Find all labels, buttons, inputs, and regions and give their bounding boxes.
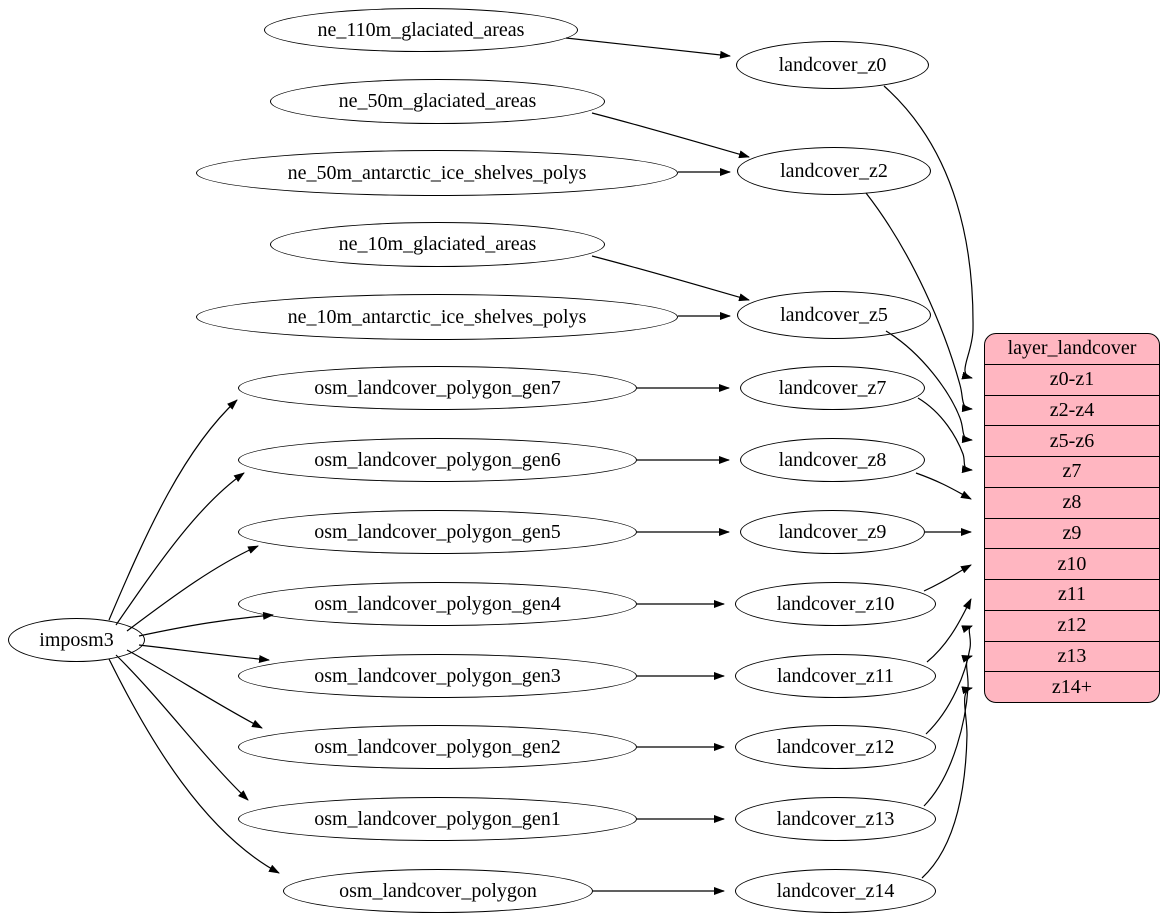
node-label: ne_110m_glaciated_areas xyxy=(317,18,525,41)
node-label: osm_landcover_polygon_gen7 xyxy=(314,376,561,399)
node-label: osm_landcover_polygon_gen3 xyxy=(314,664,561,687)
edge-imposm3-to-osm_landcover_polygon_gen7 xyxy=(108,399,238,621)
node-osm_landcover_polygon_gen5: osm_landcover_polygon_gen5 xyxy=(238,510,637,554)
node-landcover_z2: landcover_z2 xyxy=(737,147,931,195)
edge-landcover_z0-to-row-z0-z1 xyxy=(883,85,974,380)
edge-landcover_z8-to-row-z8 xyxy=(915,472,972,500)
node-osm_landcover_polygon_gen1: osm_landcover_polygon_gen1 xyxy=(238,797,637,841)
record-row-z2-z4: z2-z4 xyxy=(985,394,1159,426)
record-row-z13: z13 xyxy=(985,640,1159,672)
record-row-z11: z11 xyxy=(985,579,1159,610)
edge-imposm3-to-osm_landcover_polygon xyxy=(108,658,280,874)
node-landcover_z7: landcover_z7 xyxy=(740,366,925,410)
node-landcover_z8: landcover_z8 xyxy=(740,438,925,482)
node-label: osm_landcover_polygon_gen4 xyxy=(314,592,561,615)
node-label: osm_landcover_polygon_gen2 xyxy=(314,735,561,758)
node-label: landcover_z11 xyxy=(777,664,894,687)
edge-landcover_z7-to-row-z7 xyxy=(917,397,973,474)
edge-ne_10m_glaciated_areas-to-landcover_z5 xyxy=(591,255,750,302)
node-label: landcover_z5 xyxy=(780,303,888,326)
edge-imposm3-to-osm_landcover_polygon_gen3 xyxy=(138,644,270,664)
node-label: osm_landcover_polygon_gen1 xyxy=(314,807,561,830)
node-osm_landcover_polygon: osm_landcover_polygon xyxy=(283,869,593,913)
node-osm_landcover_polygon_gen7: osm_landcover_polygon_gen7 xyxy=(238,366,637,410)
node-imposm3: imposm3 xyxy=(8,618,145,662)
node-label: landcover_z2 xyxy=(780,159,888,182)
edge-ne_110m_glaciated_areas-to-landcover_z0 xyxy=(565,37,731,59)
edge-imposm3-to-osm_landcover_polygon_gen4 xyxy=(138,611,274,637)
edge-imposm3-to-osm_landcover_polygon_gen1 xyxy=(115,654,249,801)
record-row-z8: z8 xyxy=(985,486,1159,518)
node-label: landcover_z8 xyxy=(778,448,887,471)
node-label: landcover_z7 xyxy=(778,376,887,399)
edge-landcover_z14-to-row-z14plus xyxy=(921,686,973,879)
node-label: landcover_z0 xyxy=(778,53,887,76)
record-row-z7: z7 xyxy=(985,456,1159,487)
node-ne_10m_antarctic_ice_shelves_polys: ne_10m_antarctic_ice_shelves_polys xyxy=(196,294,678,340)
node-label: imposm3 xyxy=(39,628,114,651)
node-landcover_z5: landcover_z5 xyxy=(737,291,931,339)
node-ne_50m_antarctic_ice_shelves_polys: ne_50m_antarctic_ice_shelves_polys xyxy=(196,150,678,196)
record-row-z12: z12 xyxy=(985,609,1159,641)
edge-ne_50m_glaciated_areas-to-landcover_z2 xyxy=(591,112,750,159)
node-label: ne_50m_antarctic_ice_shelves_polys xyxy=(287,161,587,184)
node-ne_50m_glaciated_areas: ne_50m_glaciated_areas xyxy=(270,79,605,124)
edge-imposm3-to-osm_landcover_polygon_gen2 xyxy=(126,649,263,729)
node-landcover_z14: landcover_z14 xyxy=(735,869,936,913)
node-label: ne_50m_glaciated_areas xyxy=(338,90,537,112)
node-label: osm_landcover_polygon_gen6 xyxy=(314,448,561,471)
node-osm_landcover_polygon_gen2: osm_landcover_polygon_gen2 xyxy=(238,725,637,769)
record-row-z0-z1: z0-z1 xyxy=(985,363,1159,395)
node-label: ne_10m_glaciated_areas xyxy=(338,233,537,255)
node-landcover_z10: landcover_z10 xyxy=(735,582,936,626)
node-ne_10m_glaciated_areas: ne_10m_glaciated_areas xyxy=(270,222,605,267)
node-label: osm_landcover_polygon xyxy=(339,879,537,902)
record-row-z9: z9 xyxy=(985,517,1159,549)
record-row-z14plus: z14+ xyxy=(985,671,1159,702)
node-landcover_z11: landcover_z11 xyxy=(735,654,936,698)
node-label: landcover_z14 xyxy=(776,879,895,902)
node-landcover_z9: landcover_z9 xyxy=(740,510,925,554)
edge-landcover_z10-to-row-z10 xyxy=(923,564,972,592)
edge-imposm3-to-osm_landcover_polygon_gen6 xyxy=(115,472,245,626)
node-label: landcover_z10 xyxy=(776,592,895,615)
record-layer_landcover: layer_landcover z0-z1 z2-z4 z5-z6 z7 z8 … xyxy=(984,333,1160,703)
edge-imposm3-to-osm_landcover_polygon_gen5 xyxy=(126,545,259,632)
node-osm_landcover_polygon_gen3: osm_landcover_polygon_gen3 xyxy=(238,654,637,698)
node-label: landcover_z13 xyxy=(776,807,895,830)
node-label: landcover_z9 xyxy=(778,520,887,543)
node-label: osm_landcover_polygon_gen5 xyxy=(314,520,561,543)
node-osm_landcover_polygon_gen6: osm_landcover_polygon_gen6 xyxy=(238,438,637,482)
node-label: ne_10m_antarctic_ice_shelves_polys xyxy=(287,305,587,328)
node-label: landcover_z12 xyxy=(776,735,895,758)
node-ne_110m_glaciated_areas: ne_110m_glaciated_areas xyxy=(264,8,578,52)
record-row-z10: z10 xyxy=(985,548,1159,579)
node-landcover_z0: landcover_z0 xyxy=(736,41,929,89)
node-landcover_z12: landcover_z12 xyxy=(735,725,936,769)
record-title: layer_landcover xyxy=(1007,337,1137,360)
node-osm_landcover_polygon_gen4: osm_landcover_polygon_gen4 xyxy=(238,582,637,626)
record-row-z5-z6: z5-z6 xyxy=(985,425,1159,456)
node-landcover_z13: landcover_z13 xyxy=(735,797,936,841)
